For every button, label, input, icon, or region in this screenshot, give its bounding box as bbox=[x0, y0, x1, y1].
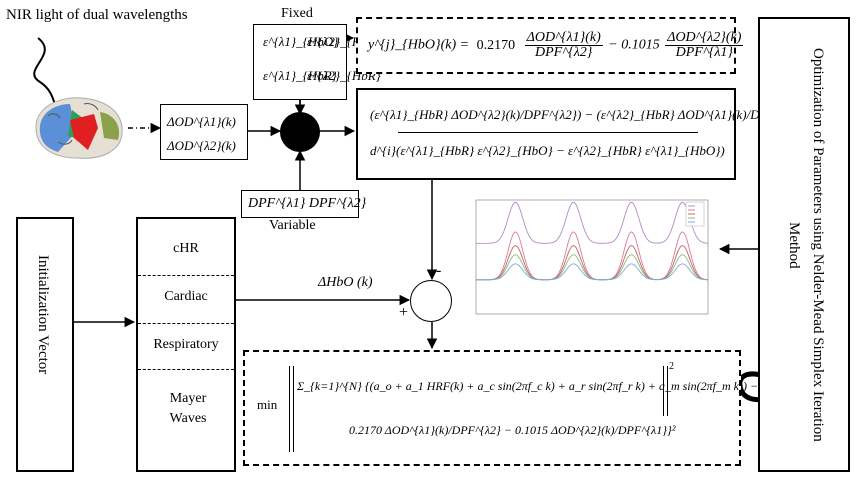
signal-components-box: cHR Cardiac Respiratory Mayer Waves bbox=[136, 217, 236, 472]
initialization-vector-label: Initialization Vector bbox=[35, 255, 51, 375]
fixed-title: Fixed bbox=[281, 6, 313, 21]
dpf-formula: DPF^{λ1} DPF^{λ2} bbox=[248, 196, 367, 211]
optimization-label: Optimization of Parameters using Nelder-… bbox=[786, 48, 826, 442]
fixed-coefficients-box: ε^{λ1}_{HbO} ε^{λ2}_{HbO} ε^{λ1}_{HbR} ε… bbox=[253, 24, 382, 100]
brain-illustration bbox=[35, 97, 123, 159]
variable-label: Variable bbox=[269, 218, 316, 233]
chart-frame bbox=[475, 199, 709, 315]
mixing-node bbox=[280, 112, 320, 152]
signal-cardiac: Cardiac bbox=[164, 289, 208, 304]
delta-hbo-label: ΔHbO (k) bbox=[318, 275, 373, 290]
variable-dpf-box: DPF^{λ1} DPF^{λ2} bbox=[241, 190, 366, 218]
eq-top-den2: DPF^{λ1} bbox=[675, 45, 733, 60]
optimization-box: Optimization of Parameters using Nelder-… bbox=[758, 17, 850, 472]
chart-series-5 bbox=[476, 263, 709, 281]
objective-function-box: min 2 Σ_{k=1}^{N} {(a_o + a_1 HRF(k) + a… bbox=[243, 350, 758, 466]
eq-top-minus: − 0.1015 bbox=[608, 37, 660, 53]
eq-main-numerator: (ε^{λ1}_{HbR} ΔOD^{λ2}(k)/DPF^{λ2}) − (ε… bbox=[370, 107, 808, 122]
objective-min: min bbox=[257, 397, 278, 412]
coef-hbo-1: ε^{λ1}_{HbO} bbox=[263, 34, 339, 49]
sum-plus-sign: + bbox=[399, 304, 409, 321]
eq-top-lhs: y^{j}_{HbO}(k) = bbox=[368, 37, 470, 53]
signal-respiratory: Respiratory bbox=[153, 337, 219, 352]
eq-main-denominator: d^{i}(ε^{λ1}_{HbR} ε^{λ2}_{HbO} − ε^{λ2}… bbox=[370, 143, 725, 158]
objective-square: 2 bbox=[669, 361, 674, 372]
coef-hbr-1: ε^{λ1}_{HbR} bbox=[263, 68, 337, 83]
eq-top-den1: DPF^{λ2} bbox=[535, 45, 593, 60]
objective-line2: 0.2170 ΔOD^{λ1}(k)/DPF^{λ2} − 0.1015 ΔOD… bbox=[349, 423, 676, 437]
objective-line1: Σ_{k=1}^{N} {(a_o + a_1 HRF(k) + a_c sin… bbox=[297, 379, 759, 393]
eq-main-fraction-bar bbox=[398, 132, 698, 133]
hbo-concentration-equation: (ε^{λ1}_{HbR} ΔOD^{λ2}(k)/DPF^{λ2}) − (ε… bbox=[356, 88, 808, 180]
chart-series-1 bbox=[476, 201, 709, 244]
signal-chart bbox=[475, 199, 709, 315]
eq-top-num1: ΔOD^{λ1}(k) bbox=[524, 30, 603, 46]
initialization-vector-box: Initialization Vector bbox=[16, 217, 74, 472]
delta-od-1: ΔOD^{λ1}(k) bbox=[167, 114, 236, 129]
signal-chr: cHR bbox=[173, 241, 199, 256]
summing-junction bbox=[410, 280, 452, 322]
delta-od-box: ΔOD^{λ1}(k) ΔOD^{λ2}(k) bbox=[160, 104, 248, 160]
signal-mayer-waves: Mayer Waves bbox=[169, 391, 207, 426]
hbo-estimate-equation: y^{j}_{HbO}(k) = 0.2170 ΔOD^{λ1}(k)DPF^{… bbox=[356, 17, 744, 74]
eq-top-num2: ΔOD^{λ2}(k) bbox=[665, 30, 744, 46]
eq-top-c1: 0.2170 bbox=[476, 37, 516, 53]
delta-od-2: ΔOD^{λ2}(k) bbox=[167, 138, 236, 153]
sum-minus-sign: - bbox=[436, 262, 442, 279]
brain-label: NIR light of dual wavelengths bbox=[6, 7, 188, 23]
